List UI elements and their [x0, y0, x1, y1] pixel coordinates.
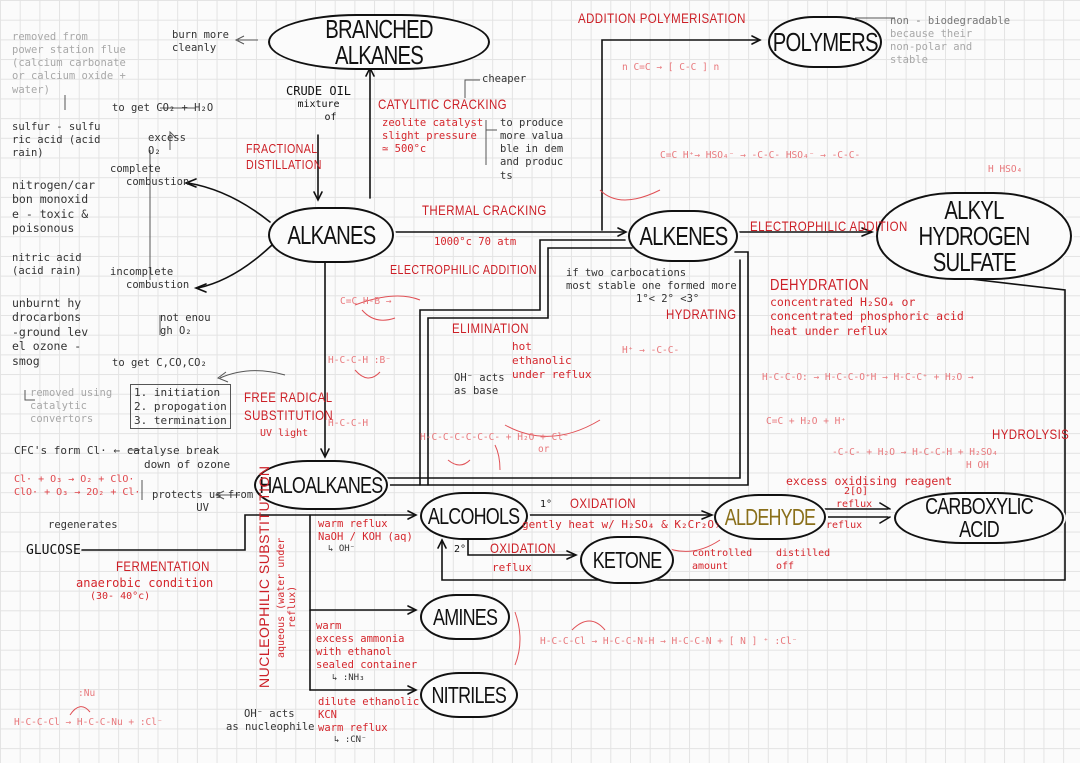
addition-polymerisation: ADDITION POLYMERISATION	[578, 10, 746, 26]
catalytic-cracking-title: CATYLITIC CRACKING	[378, 96, 507, 112]
nucleophilic-substitution-title: NUCLEOPHILIC SUBSTITUTION	[256, 465, 272, 688]
thermal-cracking-cond: 1000°c 70 atm	[434, 236, 517, 248]
complete-combustion: complete combustion	[110, 163, 190, 189]
dehydration-conditions: concentrated H₂SO₄ or concentrated phosp…	[770, 295, 964, 338]
node-ketone: KETONE	[580, 536, 674, 584]
mechanism-hso4: C=C H⁺→ HSO₄⁻ → -C-C- HSO₄⁻ → -C-C-	[660, 150, 861, 161]
note-unburnt: unburnt hy drocarbons -ground lev el ozo…	[12, 296, 89, 368]
note-removed-flue: removed from power station flue (calcium…	[12, 31, 126, 96]
fermentation-cond: anaerobic condition (30- 40°c)	[76, 576, 214, 602]
node-nitriles: NITRILES	[420, 672, 518, 718]
node-alkanes: ALKANES	[268, 207, 394, 263]
not-enough-o2: not enou gh O₂	[160, 312, 211, 338]
incomplete-combustion: incomplete combustion	[110, 266, 190, 292]
node-alkenes: ALKENES	[628, 210, 738, 262]
mechanism-sn-nu: :Nu	[78, 688, 96, 699]
amines-conditions: warm excess ammonia with ethanol sealed …	[316, 620, 418, 683]
oxidation-1-title: OXIDATION	[570, 495, 636, 511]
mechanism-free-radical-or: or	[538, 444, 550, 455]
note-catalytic-convertors: removed using catalytic convertors	[30, 387, 113, 426]
uv-light: UV light	[260, 428, 309, 439]
burn-more-cleanly: burn more cleanly	[172, 29, 229, 55]
oh-acts-as-nucleophile: OH⁻ acts as nucleophile	[226, 708, 315, 734]
excess-o2: excess O₂	[148, 132, 186, 158]
elimination-conditions: hot ethanolic under reflux	[512, 340, 592, 381]
cfc-equations: Cl· + O₃ → O₂ + ClO· ClO· + O₃ → 2O₂ + C…	[14, 474, 141, 498]
oxidation-1-cond: gently heat w/ H₂SO₄ & K₂Cr₂O₇	[522, 518, 721, 531]
oxidation-1-degree: 1°	[540, 499, 553, 510]
node-aldehyde: ALDEHYDE	[714, 494, 826, 540]
mechanism-sn: H-C-C-Cl → H-C-C-Nu + :Cl⁻	[14, 717, 163, 728]
node-alcohols: ALCOHOLS	[420, 492, 528, 540]
oxidation-2-degree: 2°	[454, 544, 467, 555]
aldehyde-distilled: distilled off	[776, 548, 831, 572]
node-branched-alkanes: BRANCHED ALKANES	[268, 14, 490, 70]
mechanism-dehydration: H-C-C-O: → H-C-C-O⁺H → H-C-C⁺ + H₂O →	[762, 372, 974, 383]
mechanism-hso4-sub: H HSO₄	[988, 164, 1023, 175]
note-nitrogen: nitrogen/car bon monoxid e - toxic & poi…	[12, 178, 96, 236]
protects-from-uv: protects us from UV	[152, 489, 254, 515]
oh-acts-as-base: OH⁻ acts as base	[454, 372, 505, 398]
nitriles-conditions: dilute ethanolic KCN warm reflux ↳ :CN⁻	[318, 696, 420, 746]
excess-oxidising: excess oxidising reagent	[786, 474, 953, 488]
node-polymers: POLYMERS	[768, 16, 882, 68]
mechanism-hydrolysis-sub: H OH	[966, 460, 989, 471]
mechanism-dehydration-2: C=C + H₂O + H⁺	[766, 416, 847, 427]
mechanism-hydrolysis: -C-C- + H₂O → H-C-C-H + H₂SO₄	[832, 447, 998, 458]
dehydration-title: DEHYDRATION	[770, 277, 870, 294]
regenerates: regenerates	[48, 519, 118, 531]
haloalkane-alcohol-cond: warm reflux NaOH / KOH (aq) ↳ OH⁻	[318, 518, 413, 555]
fractional-distillation: FRACTIONAL DISTILLATION	[246, 141, 322, 173]
fermentation-title: FERMENTATION	[116, 558, 210, 574]
free-radical-steps: 1. initiation 2. propogation 3. terminat…	[130, 384, 231, 430]
carbocation-note: if two carbocations most stable one form…	[566, 267, 737, 306]
electrophilic-addition-label-2: ELECTROPHILIC ADDITION	[750, 218, 908, 234]
elimination-title: ELIMINATION	[452, 320, 530, 336]
free-radical-title: FREE RADICAL SUBSTITUTION	[244, 389, 334, 423]
electrophilic-addition-label: ELECTROPHILIC ADDITION	[390, 262, 538, 277]
catalytic-cracking-conditions: zeolite catalyst slight pressure ≃ 500°c	[382, 117, 484, 156]
polymers-notes: non - biodegradable because their non-po…	[890, 15, 1011, 67]
mechanism-elimination: H-C-C-H :B⁻	[328, 355, 391, 366]
acid-reflux: reflux	[826, 520, 863, 531]
mechanism-polymerisation: n C=C → [ C-C ] n	[622, 62, 720, 73]
hydrolysis-label: HYDROLYSIS	[992, 426, 1070, 442]
note-sulfur: sulfur - sulfu ric acid (acid rain)	[12, 121, 101, 160]
oxidation-2-cond: reflux	[492, 561, 532, 574]
note-nitric: nitric acid (acid rain)	[12, 252, 82, 278]
thermal-cracking-title: THERMAL CRACKING	[422, 202, 547, 218]
mechanism-free-radical-2: H-C-C-C-C-C-C- + H₂O + Cl⁻	[420, 432, 569, 443]
nucleophilic-substitution-sub: aqueous (water under reflux)	[276, 537, 298, 658]
node-amines: AMINES	[420, 594, 510, 640]
node-glucose: GLUCOSE	[26, 543, 81, 558]
mechanism-hydration: H⁺ → -C-C-	[622, 345, 680, 356]
catalytic-cracking-purpose: to produce more valua ble in dem and pro…	[500, 117, 564, 182]
node-carboxylic-acid: CARBOXYLIC ACID	[894, 492, 1064, 544]
oxidation-2-title: OXIDATION	[490, 540, 556, 556]
to-get-c-co: to get C,CO,CO₂	[112, 357, 207, 369]
cheaper: cheaper	[482, 73, 527, 85]
mechanism-free-radical: H-C-C-H	[328, 418, 369, 429]
to-get-co2: to get CO₂ + H₂O	[112, 102, 214, 114]
hydrating-label: HYDRATING	[666, 306, 737, 322]
acid-conditions: 2[O] reflux	[836, 486, 873, 510]
mechanism-amines: H-C-C-Cl → H-C-C-N-H → H-C-C-N + [ N ] ⁺…	[540, 636, 798, 647]
cfc-note: CFC's form Cl· ← catalyse break down of …	[14, 444, 231, 471]
mechanism-hbr: C=C H-B →	[340, 296, 392, 307]
aldehyde-conditions: controlled amount	[692, 548, 753, 572]
crude-oil: CRUDE OIL mixture of	[286, 84, 352, 123]
node-haloalkanes: HALOALKANES	[254, 460, 388, 510]
